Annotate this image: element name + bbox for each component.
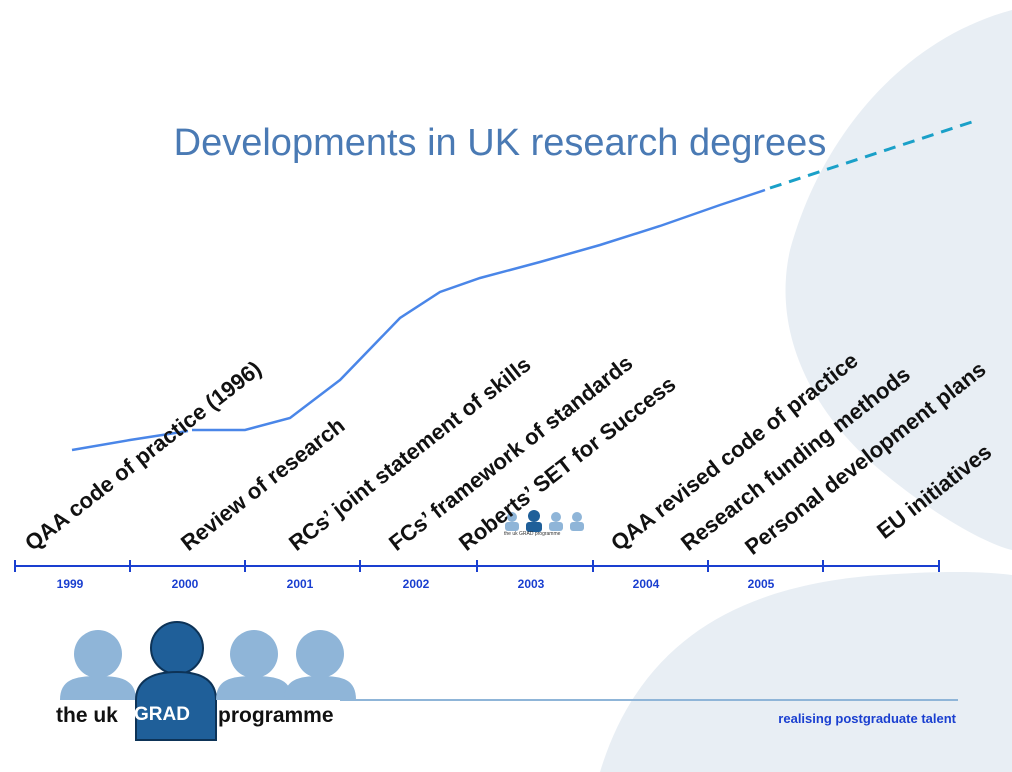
logo-highlight: GRAD [134, 704, 190, 725]
year-label: 2000 [171, 577, 199, 591]
projection-line [769, 118, 979, 190]
small-logo-icon [505, 510, 584, 532]
year-label: 1999 [56, 577, 84, 591]
slide-title: Developments in UK research degrees [173, 122, 827, 164]
logo-suffix: programme [218, 704, 334, 727]
trend-line [71, 429, 189, 452]
background-shape [785, 10, 1012, 550]
background-shape-lower [600, 571, 1012, 772]
year-label: 2003 [517, 577, 545, 591]
year-label: 2001 [286, 577, 314, 591]
logo-figures-icon [60, 621, 356, 741]
year-label: 2004 [632, 577, 660, 591]
year-label: 2002 [402, 577, 430, 591]
logo-prefix: the uk [56, 704, 118, 727]
timeline-ticks [14, 560, 940, 572]
year-label: 2005 [747, 577, 775, 591]
small-logo-text: the uk GRAD programme [504, 531, 561, 537]
tagline: realising postgraduate talent [778, 711, 956, 726]
trend-line-segment [192, 188, 766, 432]
